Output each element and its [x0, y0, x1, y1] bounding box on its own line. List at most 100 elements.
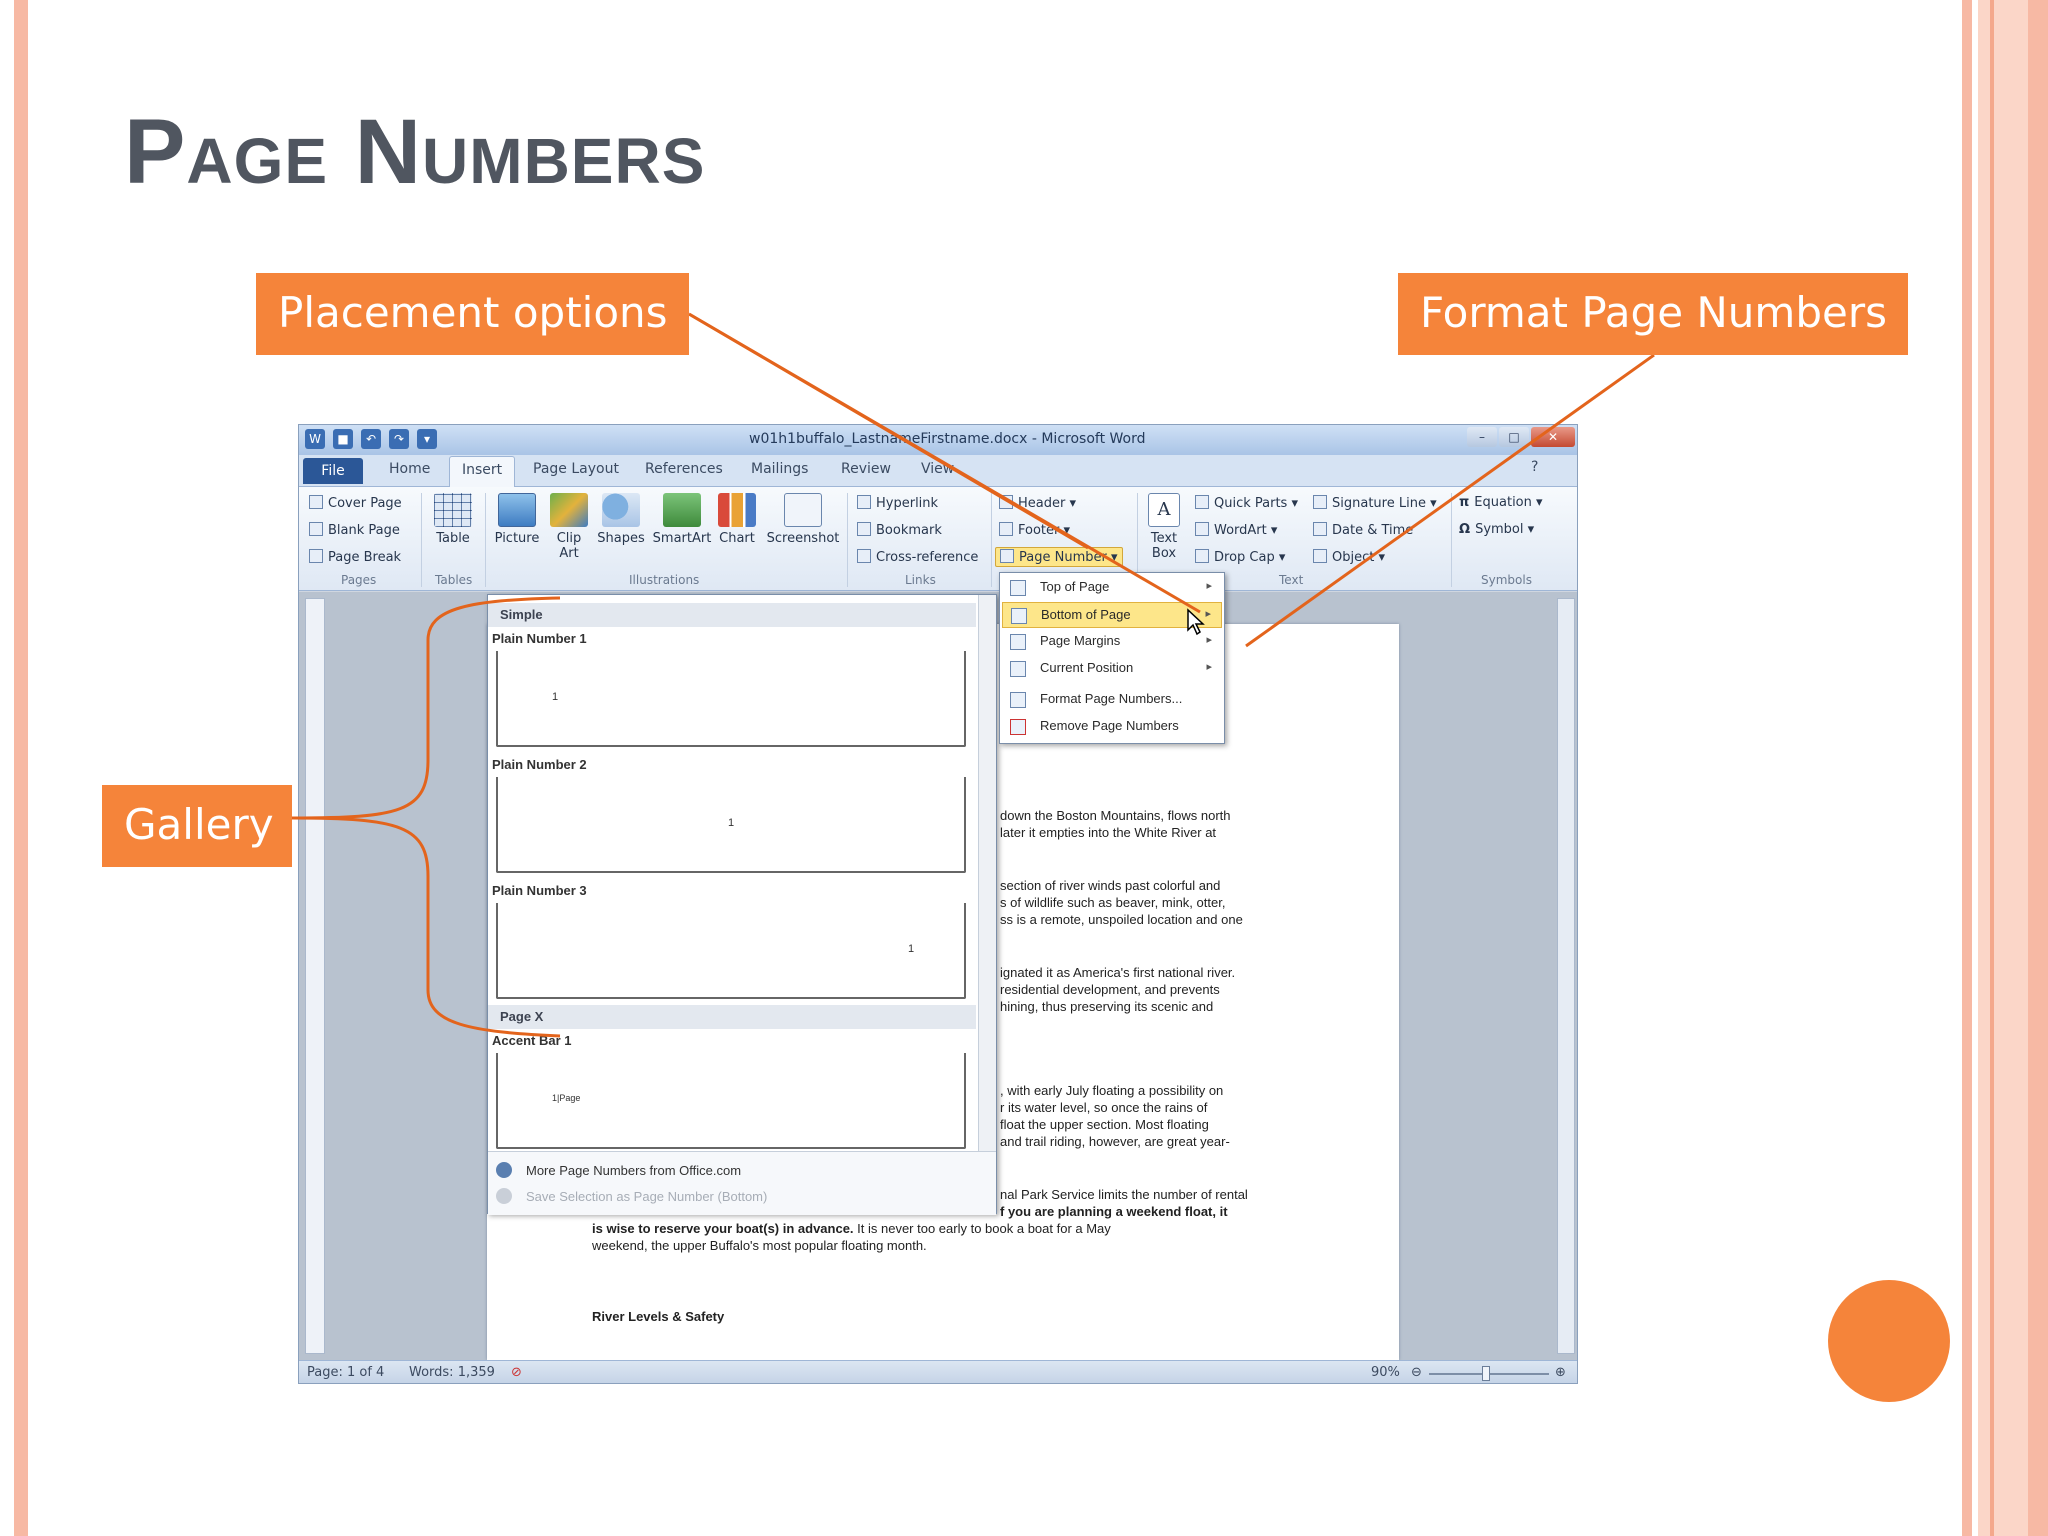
quick-access-toolbar: W ■ ↶ ↷ ▾ — [305, 429, 437, 449]
document-text-line: and trail riding, however, are great yea… — [1000, 1134, 1230, 1149]
maximize-icon[interactable]: □ — [1499, 427, 1529, 447]
status-page-count[interactable]: Page: 1 of 4 — [307, 1365, 385, 1380]
vertical-ruler — [305, 598, 325, 1354]
document-text-line: later it empties into the White River at — [1000, 825, 1217, 840]
signature-line-button[interactable]: Signature Line ▾ — [1313, 495, 1437, 511]
picture-button[interactable]: Picture — [489, 493, 545, 546]
top-of-page-icon — [1010, 580, 1026, 596]
undo-icon[interactable]: ↶ — [361, 429, 381, 449]
drop-cap-button[interactable]: Drop Cap ▾ — [1195, 549, 1285, 565]
screenshot-icon — [784, 493, 822, 527]
screenshot-button[interactable]: Screenshot — [765, 493, 841, 546]
document-text-line: residential development, and prevents — [1000, 982, 1220, 997]
save-selection-item[interactable]: Save Selection as Page Number (Bottom) — [496, 1188, 767, 1204]
gallery-item-accent-bar-1[interactable]: 1|Page — [496, 1053, 966, 1149]
window-controls: – □ ✕ — [1467, 427, 1575, 447]
wordart-button[interactable]: WordArt ▾ — [1195, 522, 1277, 538]
bottom-of-page-icon — [1011, 608, 1027, 624]
document-text-line: section of river winds past colorful and — [1000, 878, 1221, 893]
menu-item-format-page-numbers[interactable]: Format Page Numbers... — [1002, 687, 1222, 713]
shapes-button[interactable]: Shapes — [595, 493, 647, 546]
footer-icon — [999, 522, 1013, 536]
blank-page-icon — [309, 522, 323, 536]
gallery-item-label: Plain Number 3 — [492, 883, 587, 898]
document-text-line: weekend, the upper Buffalo's most popula… — [592, 1238, 927, 1253]
zoom-out-icon[interactable]: ⊖ — [1411, 1365, 1422, 1380]
clip-art-button[interactable]: Clip Art — [547, 493, 591, 561]
document-text-line: nal Park Service limits the number of re… — [1000, 1187, 1248, 1202]
text-box-button[interactable]: A Text Box — [1141, 493, 1187, 561]
more-page-numbers-item[interactable]: More Page Numbers from Office.com — [496, 1162, 741, 1178]
group-label-symbols: Symbols — [1481, 573, 1532, 587]
gallery-item-plain-number-1[interactable]: 1 — [496, 651, 966, 747]
tab-home[interactable]: Home — [389, 461, 431, 477]
tab-review[interactable]: Review — [841, 461, 891, 477]
ribbon-separator — [1451, 493, 1452, 587]
bookmark-button[interactable]: Bookmark — [857, 522, 942, 538]
tab-insert[interactable]: Insert — [449, 456, 516, 487]
blank-page-button[interactable]: Blank Page — [309, 522, 400, 538]
smartart-button[interactable]: SmartArt — [651, 493, 713, 546]
menu-item-current-position[interactable]: Current Position▸ — [1002, 656, 1222, 682]
tab-view[interactable]: View — [921, 461, 955, 477]
cross-reference-icon — [857, 549, 871, 563]
callout-placement-options: Placement options — [256, 273, 689, 355]
tab-mailings[interactable]: Mailings — [751, 461, 809, 477]
tab-page-layout[interactable]: Page Layout — [533, 461, 619, 477]
menu-item-page-margins[interactable]: Page Margins▸ — [1002, 629, 1222, 655]
quick-parts-button[interactable]: Quick Parts ▾ — [1195, 495, 1298, 511]
group-label-illustrations: Illustrations — [629, 573, 700, 587]
date-time-button[interactable]: Date & Time — [1313, 522, 1413, 538]
tab-file[interactable]: File — [303, 458, 363, 484]
globe-icon — [496, 1162, 512, 1178]
title-bar: W ■ ↶ ↷ ▾ w01h1buffalo_LastnameFirstname… — [299, 425, 1577, 455]
current-position-icon — [1010, 661, 1026, 677]
menu-item-top-of-page[interactable]: Top of Page▸ — [1002, 575, 1222, 601]
proofing-icon[interactable]: ⊘ — [511, 1365, 522, 1380]
tab-references[interactable]: References — [645, 461, 723, 477]
slide-left-border — [14, 0, 28, 1536]
text-box-icon: A — [1148, 493, 1180, 527]
table-button[interactable]: Table — [427, 493, 479, 546]
page-margins-icon — [1010, 634, 1026, 650]
zoom-slider-thumb[interactable] — [1482, 1366, 1490, 1381]
submenu-arrow-icon: ▸ — [1206, 634, 1212, 646]
word-logo-icon[interactable]: W — [305, 429, 325, 449]
header-button[interactable]: Header ▾ — [999, 495, 1076, 511]
gallery-scrollbar[interactable] — [978, 595, 996, 1151]
drop-cap-icon — [1195, 549, 1209, 563]
gallery-item-label: Plain Number 1 — [492, 631, 587, 646]
cross-reference-button[interactable]: Cross-reference — [857, 549, 978, 565]
help-icon[interactable]: ? — [1531, 459, 1539, 475]
gallery-item-plain-number-2[interactable]: 1 — [496, 777, 966, 873]
hyperlink-button[interactable]: Hyperlink — [857, 495, 938, 511]
table-icon — [434, 493, 472, 527]
cover-page-button[interactable]: Cover Page — [309, 495, 402, 511]
redo-icon[interactable]: ↷ — [389, 429, 409, 449]
group-label-text: Text — [1279, 573, 1304, 587]
submenu-arrow-icon: ▸ — [1206, 661, 1212, 673]
minimize-icon[interactable]: – — [1467, 427, 1497, 447]
vertical-scrollbar[interactable] — [1557, 598, 1575, 1354]
status-word-count[interactable]: Words: 1,359 — [409, 1365, 495, 1380]
zoom-level[interactable]: 90% — [1371, 1365, 1400, 1380]
gallery-item-label: Plain Number 2 — [492, 757, 587, 772]
object-button[interactable]: Object ▾ — [1313, 549, 1385, 565]
document-text-line: float the upper section. Most floating — [1000, 1117, 1209, 1132]
page-break-button[interactable]: Page Break — [309, 549, 401, 565]
close-icon[interactable]: ✕ — [1531, 427, 1575, 447]
gallery-sample-number: 1 — [908, 943, 915, 955]
page-number-button[interactable]: Page Number ▾ — [995, 547, 1123, 567]
group-label-tables: Tables — [435, 573, 473, 587]
menu-item-remove-page-numbers[interactable]: Remove Page Numbers — [1002, 714, 1222, 740]
page-break-icon — [309, 549, 323, 563]
customize-qat-icon[interactable]: ▾ — [417, 429, 437, 449]
save-icon[interactable]: ■ — [333, 429, 353, 449]
zoom-in-icon[interactable]: ⊕ — [1555, 1365, 1566, 1380]
chart-button[interactable]: Chart — [713, 493, 761, 546]
gallery-item-plain-number-3[interactable]: 1 — [496, 903, 966, 999]
ribbon-tabs: File Home Insert Page Layout References … — [299, 455, 1577, 487]
footer-button[interactable]: Footer ▾ — [999, 522, 1070, 538]
